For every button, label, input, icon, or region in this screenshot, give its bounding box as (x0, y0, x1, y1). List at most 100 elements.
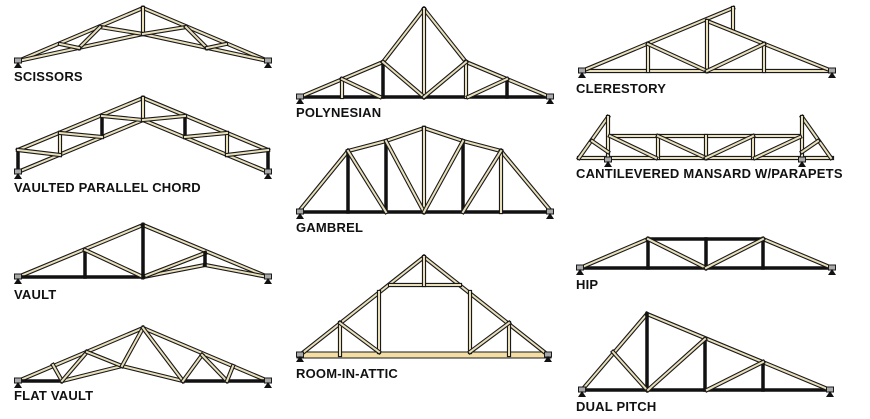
label-vault: VAULT (14, 287, 57, 302)
timber-member (800, 139, 820, 154)
support-triangle-icon (14, 278, 22, 284)
truss-dual-pitch (578, 311, 834, 397)
timber-member (422, 126, 465, 143)
timber-member (16, 118, 145, 174)
support-triangle-icon (14, 62, 22, 68)
timber-member (461, 149, 503, 214)
label-gambrel: GAMBREL (296, 220, 364, 235)
support-triangle-icon (296, 213, 304, 219)
timber-member (800, 115, 833, 160)
support-triangle-icon (828, 269, 836, 275)
timber-member (468, 321, 511, 354)
timber-member (141, 326, 185, 383)
timber-member (646, 337, 707, 392)
timber-member (83, 248, 145, 279)
truss-flat-vault (14, 325, 272, 388)
label-scissors: SCISSORS (14, 69, 83, 84)
timber-member (466, 77, 509, 99)
support-triangle-icon (578, 391, 586, 397)
timber-member (184, 25, 209, 50)
support-triangle-icon (826, 391, 834, 397)
timber-member (100, 114, 145, 122)
timber-member (611, 350, 649, 392)
timber-member (16, 6, 145, 63)
support-triangle-icon (544, 356, 552, 362)
support-triangle-icon (546, 213, 554, 219)
timber-member (340, 77, 382, 99)
timber-member (58, 131, 104, 139)
timber-member (346, 139, 388, 153)
support-triangle-icon (798, 161, 806, 167)
label-room-in-attic: ROOM-IN-ATTIC (296, 366, 399, 381)
truss-cantilevered-mansard (576, 114, 835, 167)
label-clerestory: CLERESTORY (576, 81, 667, 96)
timber-member (577, 115, 610, 160)
truss-hip (576, 236, 836, 275)
timber-member (646, 42, 709, 73)
timber-member (16, 326, 145, 383)
timber-member (346, 149, 388, 214)
timber-member (85, 350, 124, 368)
timber-member (181, 353, 204, 383)
timber-member (203, 263, 270, 279)
support-triangle-icon (604, 161, 612, 167)
timber-member (205, 42, 228, 50)
support-triangle-icon (546, 98, 554, 104)
timber-member (422, 139, 465, 214)
support-triangle-icon (264, 62, 272, 68)
support-triangle-icon (14, 382, 22, 388)
timber-member (578, 237, 650, 270)
timber-member (200, 353, 229, 383)
timber-member (461, 139, 503, 153)
timber-member (704, 237, 765, 270)
timber-member (704, 134, 755, 160)
timber-member (16, 96, 145, 152)
truss-polynesian (296, 6, 554, 104)
timber-member (60, 364, 124, 383)
timber-member (384, 139, 426, 214)
support-triangle-icon (264, 278, 272, 284)
label-flat-vault: FLAT VAULT (14, 388, 94, 403)
timber-member (338, 321, 381, 354)
timber-member (646, 237, 708, 270)
timber-member (381, 7, 426, 64)
support-triangle-icon (14, 173, 22, 179)
timber-member (183, 131, 229, 139)
label-dual-pitch: DUAL PITCH (576, 399, 657, 414)
timber-member (645, 312, 832, 392)
timber-member (381, 60, 426, 99)
timber-member (51, 363, 64, 383)
timber-member (225, 364, 235, 383)
timber-member (60, 350, 89, 383)
timber-member (656, 134, 708, 160)
timber-member (120, 326, 145, 368)
timber-member (499, 149, 552, 212)
truss-room-in-attic (296, 254, 552, 362)
label-polynesian: POLYNESIAN (296, 105, 382, 120)
label-vaulted-parallel-chord: VAULTED PARALLEL CHORD (14, 180, 201, 195)
timber-member (77, 25, 102, 50)
timber-member (141, 114, 187, 122)
support-triangle-icon (828, 72, 836, 78)
timber-member (141, 25, 188, 36)
timber-member (16, 148, 62, 157)
timber-member (753, 135, 802, 160)
support-triangle-icon (576, 269, 584, 275)
timber-member (298, 149, 350, 212)
support-triangle-icon (264, 382, 272, 388)
timber-member (141, 326, 270, 383)
truss-vaulted-parallel-chord (14, 95, 272, 179)
support-triangle-icon (296, 98, 304, 104)
timber-member (761, 237, 834, 270)
truss-gambrel (296, 125, 554, 219)
support-triangle-icon (264, 173, 272, 179)
timber-member (58, 42, 81, 50)
timber-member (141, 118, 270, 174)
label-cantilevered-mansard: CANTILEVERED MANSARD W/PARAPETS (576, 166, 843, 181)
truss-clerestory (578, 5, 836, 78)
timber-member (580, 6, 735, 73)
truss-vault (14, 222, 272, 284)
timber-member (590, 139, 610, 154)
